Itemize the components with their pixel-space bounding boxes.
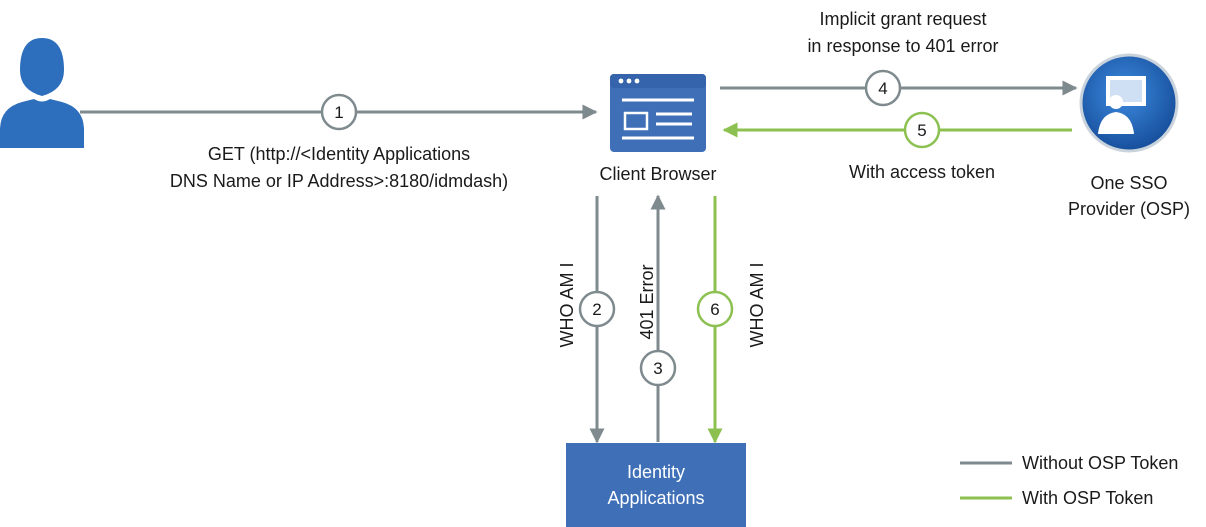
who-am-i-label-step-2: WHO AM I bbox=[557, 263, 577, 348]
identity-applications-box: Identity Applications bbox=[566, 443, 746, 527]
step-4-marker: 4 bbox=[864, 69, 902, 107]
user-silhouette-icon bbox=[0, 38, 84, 148]
step-5-number: 5 bbox=[917, 121, 926, 140]
identity-applications-label-line1: Identity bbox=[627, 462, 685, 482]
error-401-label: 401 Error bbox=[637, 264, 657, 339]
browser-window-icon bbox=[610, 74, 706, 152]
step-3-number: 3 bbox=[653, 359, 662, 378]
step-6-number: 6 bbox=[710, 300, 719, 319]
implicit-grant-label-line1: Implicit grant request bbox=[819, 9, 986, 29]
who-am-i-label-step-6: WHO AM I bbox=[747, 263, 767, 348]
osp-label-line1: One SSO bbox=[1090, 173, 1167, 193]
step-3-marker: 3 bbox=[639, 349, 677, 387]
get-request-label-line1: GET (http://<Identity Applications bbox=[208, 144, 470, 164]
identity-applications-label-line2: Applications bbox=[607, 488, 704, 508]
client-browser-label: Client Browser bbox=[599, 164, 716, 184]
step-5-marker: 5 bbox=[903, 111, 941, 149]
step-6-marker: 6 bbox=[696, 290, 734, 328]
legend-label-without-token: Without OSP Token bbox=[1022, 453, 1178, 473]
step-2-number: 2 bbox=[592, 300, 601, 319]
legend: Without OSP Token With OSP Token bbox=[960, 453, 1178, 508]
step-4-number: 4 bbox=[878, 79, 887, 98]
osp-provider-icon bbox=[1079, 53, 1179, 153]
implicit-grant-label-line2: in response to 401 error bbox=[807, 36, 998, 56]
step-1-number: 1 bbox=[334, 103, 343, 122]
get-request-label-line2: DNS Name or IP Address>:8180/idmdash) bbox=[170, 171, 508, 191]
access-token-label: With access token bbox=[849, 162, 995, 182]
step-2-marker: 2 bbox=[578, 290, 616, 328]
step-1-marker: 1 bbox=[320, 93, 358, 131]
legend-label-with-token: With OSP Token bbox=[1022, 488, 1153, 508]
osp-label-line2: Provider (OSP) bbox=[1068, 199, 1190, 219]
